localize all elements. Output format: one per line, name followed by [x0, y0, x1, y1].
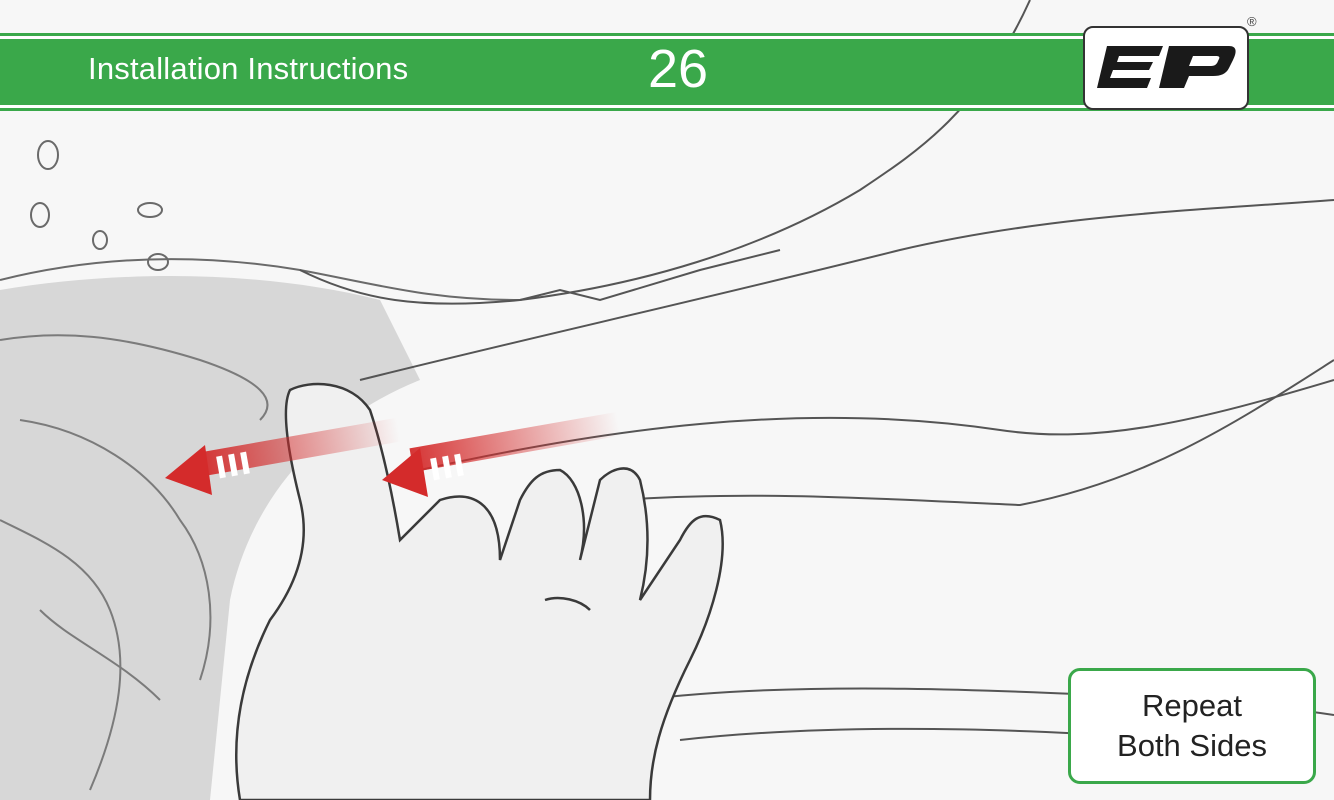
- ep-logo-icon: [1093, 36, 1239, 100]
- brand-logo: [1083, 26, 1249, 110]
- repeat-note: Repeat Both Sides: [1068, 668, 1316, 784]
- repeat-note-line2: Both Sides: [1117, 726, 1267, 766]
- repeat-note-line1: Repeat: [1142, 686, 1242, 726]
- page-number: 26: [648, 36, 708, 102]
- page-title: Installation Instructions: [88, 46, 408, 92]
- registered-mark: ®: [1247, 14, 1257, 29]
